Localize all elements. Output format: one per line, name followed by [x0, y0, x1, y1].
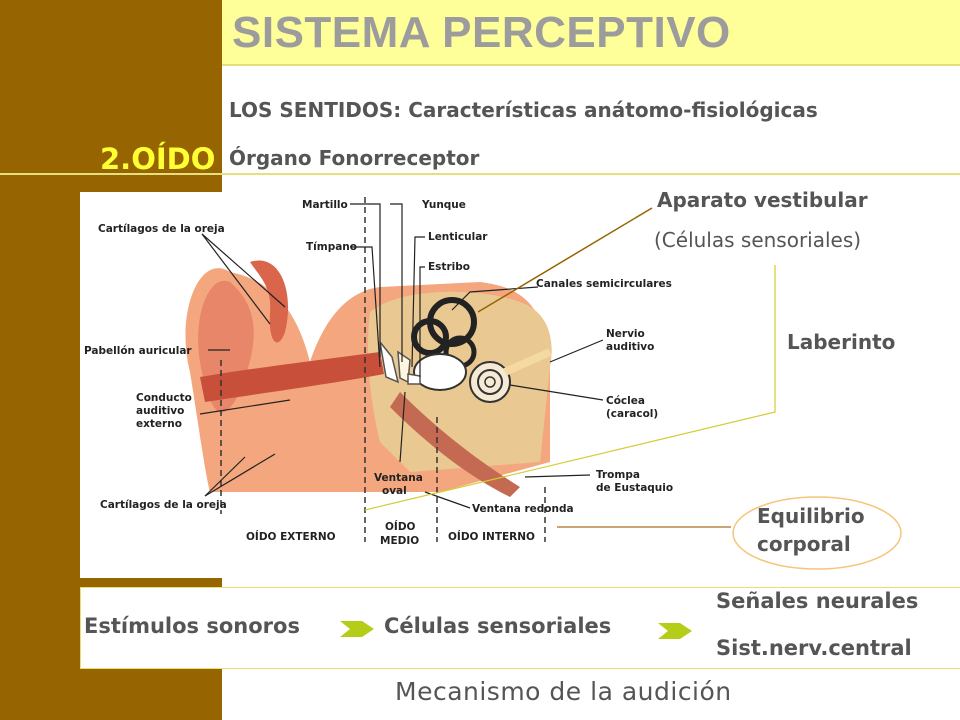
equilibrio-text: Equilibrio corporal	[757, 502, 865, 558]
label-coclea-1: Cóclea	[606, 395, 645, 407]
flow-step-senales: Señales neurales	[716, 589, 919, 613]
label-celulas-sensoriales: (Células sensoriales)	[654, 228, 862, 252]
slide-title: SISTEMA PERCEPTIVO	[232, 8, 731, 57]
label-cartilagos-bottom: Cartílagos de la oreja	[100, 499, 227, 511]
arrow-shape-1	[340, 621, 374, 637]
flow-step-celulas: Células sensoriales	[384, 614, 612, 638]
equilibrio-oval: Equilibrio corporal	[731, 495, 903, 571]
label-ventana-oval-2: oval	[382, 485, 407, 497]
ear-diagram: Martillo Yunque Tímpano Lenticular Estri…	[80, 192, 692, 578]
ear-illustration: Martillo Yunque Tímpano Lenticular Estri…	[84, 197, 673, 547]
arrow-shape-2	[658, 623, 692, 639]
label-oido-interno: OÍDO INTERNO	[448, 530, 535, 543]
label-aparato-vestibular: Aparato vestibular	[657, 188, 868, 212]
label-coclea-2: (caracol)	[606, 408, 658, 420]
vestibule-shape	[413, 353, 467, 391]
label-nervio-2: auditivo	[606, 341, 654, 353]
label-oido-externo: OÍDO EXTERNO	[246, 530, 336, 543]
flow-step-estimulos: Estímulos sonoros	[84, 614, 300, 638]
label-timpano: Tímpano	[306, 241, 357, 253]
footer-caption: Mecanismo de la audición	[395, 677, 732, 706]
label-ventana-redonda: Ventana redonda	[472, 503, 574, 515]
oval-shape	[732, 496, 902, 570]
divider-line-mid	[0, 173, 960, 175]
stapes-shape	[407, 373, 421, 385]
flow-step-snc: Sist.nerv.central	[716, 636, 912, 660]
label-trompa-2: de Eustaquio	[596, 482, 673, 494]
organ-label: Órgano Fonorreceptor	[229, 146, 480, 170]
label-lenticular: Lenticular	[428, 231, 488, 243]
flow-arrow-1	[340, 621, 374, 637]
label-laberinto: Laberinto	[787, 330, 896, 354]
label-pabellon: Pabellón auricular	[84, 345, 192, 357]
section-label: 2.OÍDO	[100, 142, 216, 176]
label-estribo: Estribo	[428, 261, 470, 273]
cochlea-shape	[469, 361, 511, 403]
equilibrio-line-1: Equilibrio	[757, 504, 865, 528]
label-oido-medio-2: MEDIO	[380, 535, 419, 547]
label-conducto-2: auditivo	[136, 405, 184, 417]
divider-line-top	[222, 64, 960, 66]
label-ventana-oval-1: Ventana	[374, 472, 423, 484]
title-bar	[222, 0, 960, 64]
label-yunque: Yunque	[421, 199, 466, 211]
cartilage-top-shape	[250, 260, 289, 343]
ear-canal-shape	[200, 352, 384, 402]
flow-box	[80, 587, 960, 669]
equilibrio-line-2: corporal	[757, 532, 851, 556]
label-conducto-3: externo	[136, 418, 182, 430]
label-conducto-1: Conducto	[136, 392, 192, 404]
label-nervio-1: Nervio	[606, 328, 645, 340]
subtitle: LOS SENTIDOS: Características anátomo-fi…	[229, 98, 818, 122]
label-cartilagos-top: Cartílagos de la oreja	[98, 223, 225, 235]
label-oido-medio-1: OÍDO	[385, 520, 416, 533]
flow-arrow-2	[658, 623, 692, 639]
label-trompa-1: Trompa	[596, 469, 640, 481]
label-martillo: Martillo	[302, 199, 348, 211]
label-canales: Canales semicirculares	[536, 278, 672, 290]
oval-outline	[732, 496, 902, 570]
